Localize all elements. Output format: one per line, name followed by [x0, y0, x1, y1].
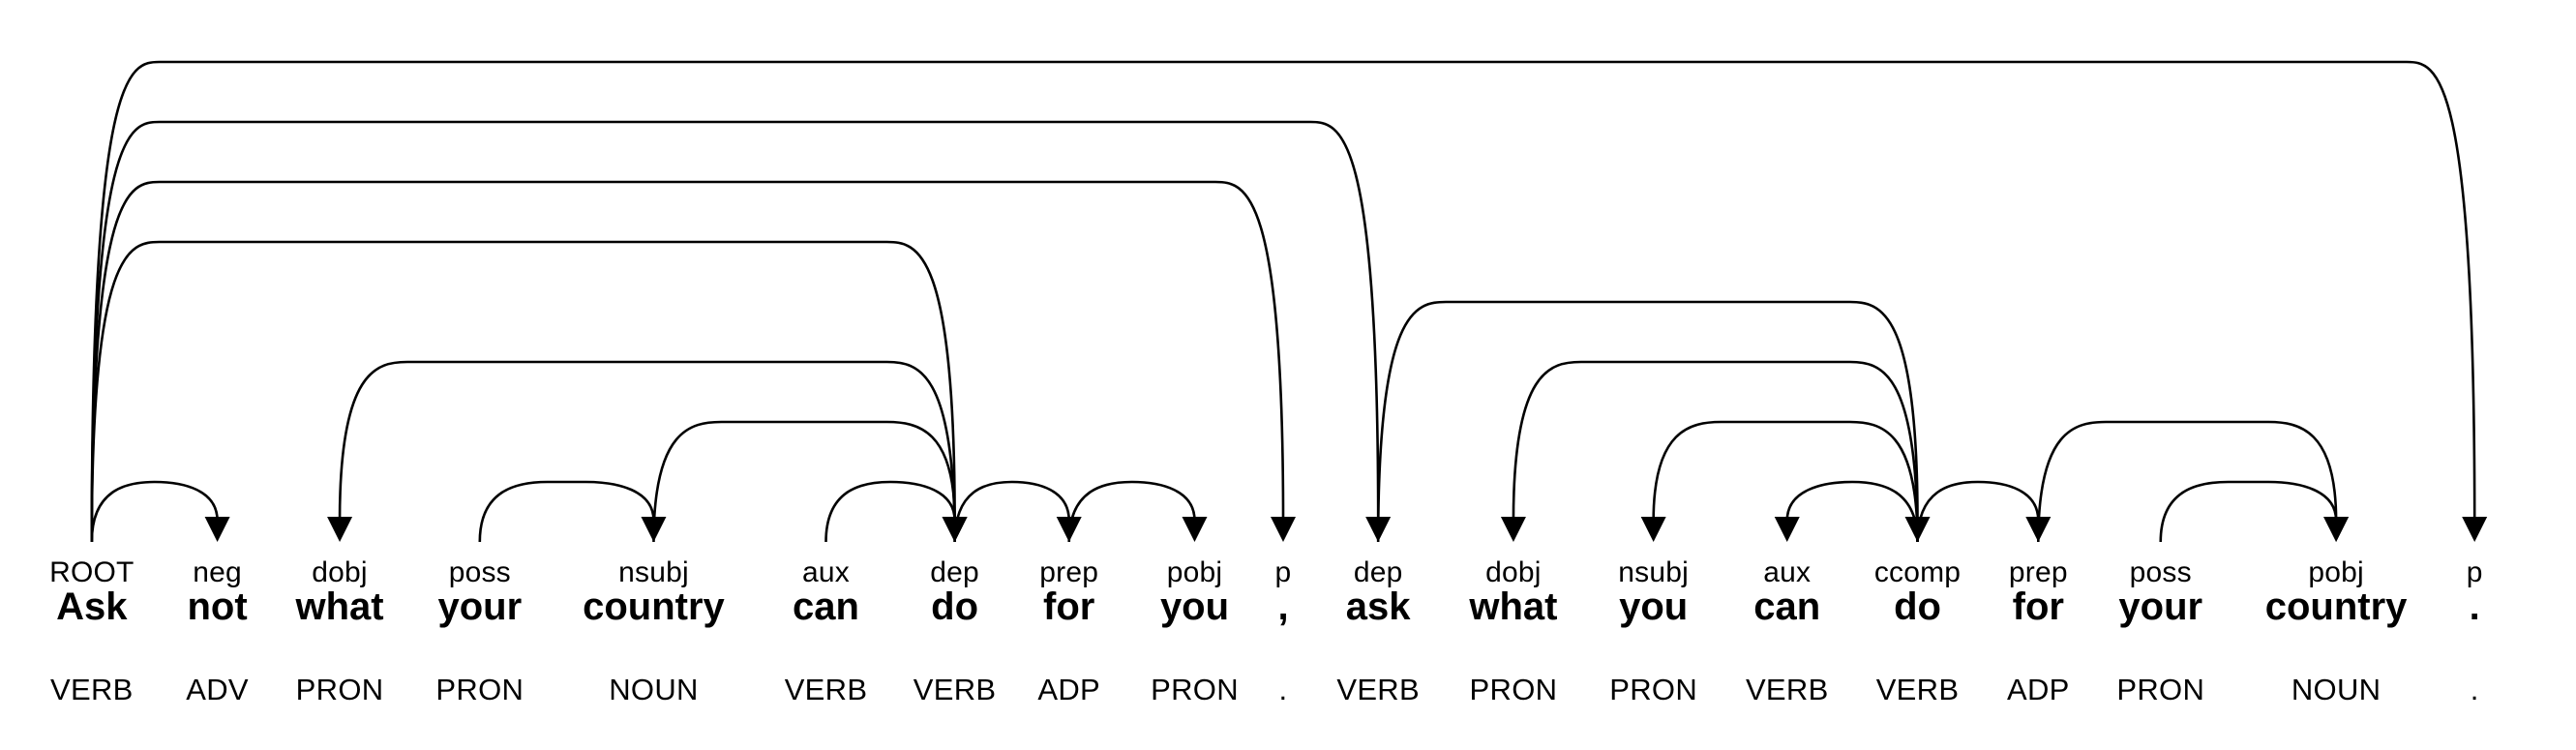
token-word-3[interactable]: your [437, 585, 523, 628]
arc-dobj-2-6 [338, 360, 956, 543]
token-pos-12: PRON [1609, 673, 1698, 706]
dep-label-12[interactable]: nsubj [1618, 556, 1690, 588]
token-pos-13: VERB [1745, 673, 1829, 706]
dep-label-16[interactable]: poss [2129, 556, 2192, 588]
arrowhead-aux-14 [1774, 517, 1800, 542]
dep-label-13[interactable]: aux [1763, 556, 1812, 588]
token-word-6[interactable]: do [931, 585, 979, 628]
arc-nsubj-12-14 [1652, 420, 1919, 543]
dep-label-6[interactable]: dep [930, 556, 979, 588]
token-pos-6: VERB [913, 673, 997, 706]
token-pos-15: ADP [2006, 673, 2070, 706]
arc-poss-16-17 [2159, 480, 2338, 543]
arc-dep-0-6 [90, 240, 956, 543]
dep-label-14[interactable]: ccomp [1873, 556, 1962, 588]
token-pos-11: PRON [1469, 673, 1558, 706]
arc-aux-13-14 [1785, 480, 1919, 543]
token-pos-18: . [2470, 673, 2479, 706]
token-word-1[interactable]: not [187, 585, 248, 628]
token-word-2[interactable]: what [295, 585, 384, 628]
dep-label-8[interactable]: pobj [1166, 556, 1223, 588]
arc-p-0-9 [90, 180, 1285, 543]
arc-p-0-18 [90, 60, 2476, 543]
token-word-18[interactable]: . [2469, 585, 2480, 628]
arc-prep-14-15 [1916, 480, 2040, 543]
arc-prep-6-7 [953, 480, 1071, 543]
token-word-11[interactable]: what [1469, 585, 1558, 628]
dep-label-11[interactable]: dobj [1485, 556, 1542, 588]
arc-ccomp-10-14 [1376, 300, 1919, 543]
token-word-13[interactable]: can [1753, 585, 1821, 628]
token-pos-4: NOUN [609, 673, 699, 706]
arc-pobj-7-8 [1067, 480, 1196, 543]
token-word-16[interactable]: your [2118, 585, 2203, 628]
token-pos-8: PRON [1151, 673, 1239, 706]
arrowhead-dobj-6 [327, 517, 353, 542]
token-word-17[interactable]: country [2264, 585, 2408, 628]
dep-label-17[interactable]: pobj [2308, 556, 2364, 588]
token-pos-1: ADV [186, 673, 249, 706]
arrowhead-p-18 [2462, 517, 2488, 542]
token-word-4[interactable]: country [583, 585, 725, 628]
arrowhead-pobj-17 [2323, 517, 2350, 542]
dep-label-18[interactable]: p [2466, 556, 2483, 588]
arc-dobj-11-14 [1512, 360, 1919, 543]
token-pos-5: VERB [784, 673, 868, 706]
arrowhead-nsubj-14 [1640, 517, 1666, 542]
token-pos-0: VERB [50, 673, 134, 706]
token-word-8[interactable]: you [1159, 585, 1230, 628]
dep-label-1[interactable]: neg [193, 556, 242, 588]
token-pos-9: . [1278, 673, 1288, 706]
token-word-0[interactable]: Ask [56, 585, 128, 628]
arc-neg-0-1 [90, 480, 219, 543]
token-word-9[interactable]: , [1277, 585, 1289, 628]
dep-label-4[interactable]: nsubj [618, 556, 689, 588]
token-pos-7: ADP [1037, 673, 1101, 706]
token-pos-10: VERB [1336, 673, 1420, 706]
dep-label-0[interactable]: ROOT [49, 556, 135, 588]
token-pos-16: PRON [2116, 673, 2205, 706]
token-word-10[interactable]: ask [1345, 585, 1411, 628]
arrowhead-dobj-14 [1500, 517, 1526, 542]
dep-label-3[interactable]: poss [448, 556, 511, 588]
token-word-15[interactable]: for [2012, 585, 2064, 628]
dep-label-9[interactable]: p [1274, 556, 1292, 588]
token-pos-2: PRON [295, 673, 384, 706]
token-pos-14: VERB [1875, 673, 1960, 706]
token-word-5[interactable]: can [793, 585, 859, 628]
token-pos-17: NOUN [2291, 673, 2381, 706]
arc-aux-5-6 [824, 480, 956, 543]
arc-dep-0-10 [90, 120, 1380, 543]
dep-label-10[interactable]: dep [1353, 556, 1403, 588]
token-pos-3: PRON [435, 673, 524, 706]
arrowhead-pobj-8 [1182, 517, 1208, 542]
arc-poss-3-4 [478, 480, 655, 543]
dep-label-15[interactable]: prep [2008, 556, 2068, 588]
arc-pobj-15-17 [2037, 420, 2338, 543]
token-word-12[interactable]: you [1619, 585, 1689, 628]
arc-nsubj-4-6 [652, 420, 956, 543]
arrowhead-neg-1 [204, 517, 230, 542]
dep-label-7[interactable]: prep [1039, 556, 1099, 588]
token-word-7[interactable]: for [1043, 585, 1095, 628]
dep-label-5[interactable]: aux [802, 556, 850, 588]
arrowhead-p-9 [1271, 517, 1297, 542]
token-word-14[interactable]: do [1894, 585, 1941, 628]
dep-label-2[interactable]: dobj [312, 556, 368, 588]
